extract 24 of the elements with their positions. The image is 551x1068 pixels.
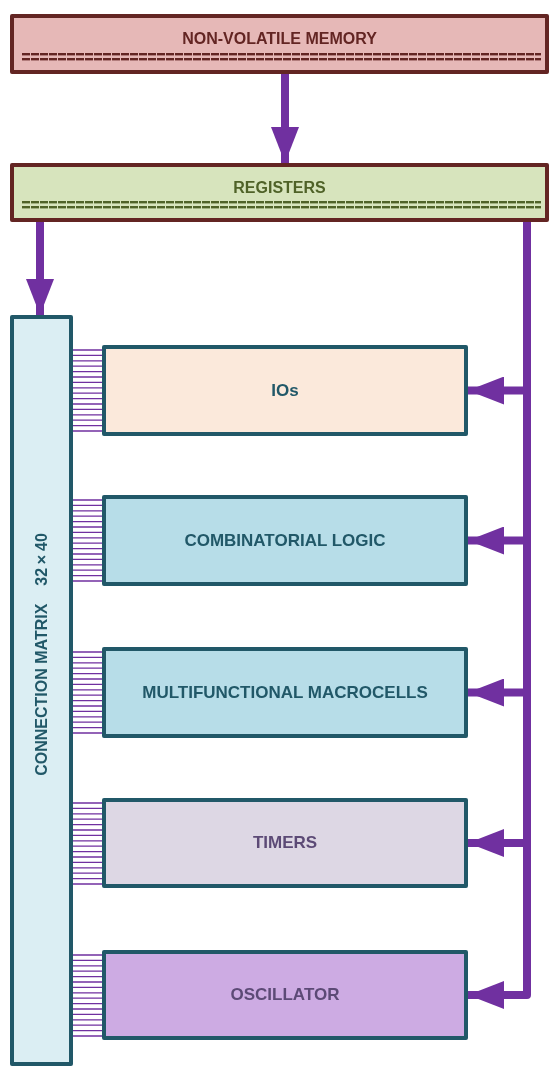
arrow [271, 74, 299, 163]
block-box [102, 647, 468, 738]
signal-bundle [72, 802, 103, 885]
block-label: TIMERS [252, 832, 318, 854]
block-label: OSCILLATOR [230, 984, 340, 1006]
block-label: CONNECTION MATRIX [33, 603, 50, 776]
block-box [102, 495, 468, 586]
block-label: REGISTERS [233, 177, 326, 198]
block-label: IOs [271, 379, 299, 402]
block-box [10, 163, 549, 222]
arrow [26, 222, 54, 315]
block-box [102, 798, 468, 888]
signal-bundle [72, 499, 103, 582]
block-box [102, 950, 468, 1040]
block-label: COMBINATORIAL LOGIC [184, 529, 386, 552]
signal-bundle [72, 651, 103, 734]
block-label: MULTIFUNCTIONAL MACROCELLS [142, 681, 428, 704]
block-label: NON-VOLATILE MEMORY [182, 29, 377, 49]
block-box [102, 345, 468, 436]
block-box [10, 14, 549, 74]
matrix-column [10, 315, 73, 1066]
block-label: 32×40 [33, 533, 50, 586]
signal-bundle [72, 954, 103, 1037]
signal-bundle [72, 349, 103, 432]
